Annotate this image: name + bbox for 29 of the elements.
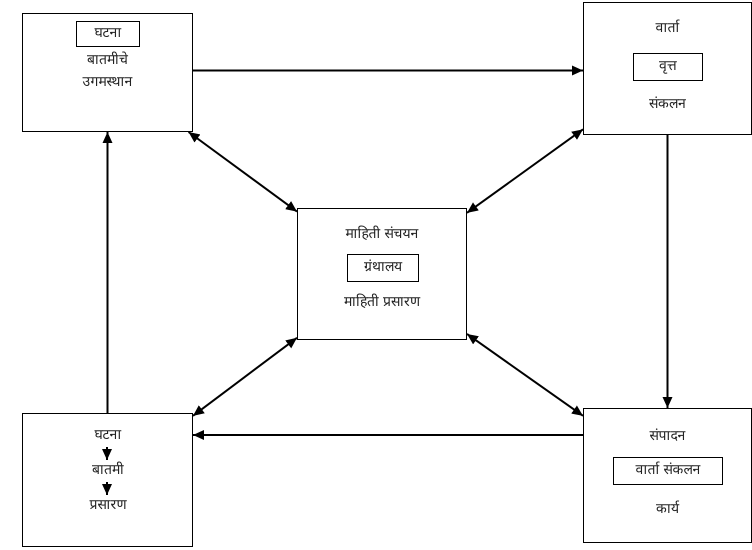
- arrow: [102, 132, 112, 413]
- process-box: [583, 2, 752, 135]
- box-text: संपादन: [650, 427, 686, 446]
- arrow: [662, 135, 672, 408]
- flow-step-label: बातमी: [68, 461, 148, 483]
- process-box: [297, 208, 467, 340]
- double-arrow: [466, 128, 584, 214]
- flow-step-label: घटना: [68, 426, 148, 448]
- label-box: ग्रंथालय: [347, 254, 419, 282]
- box-text: संकलन: [649, 95, 686, 114]
- double-arrow: [466, 333, 584, 417]
- arrow: [102, 482, 112, 495]
- label-box: वृत्त: [633, 53, 703, 81]
- label-box: वार्ता संकलन: [613, 457, 723, 485]
- arrow: [193, 66, 583, 76]
- flow-step-label: प्रसारण: [68, 496, 148, 518]
- double-arrow: [188, 131, 298, 212]
- arrow: [193, 430, 583, 440]
- box-text: वार्ता: [656, 18, 680, 38]
- label-box: घटना: [76, 21, 140, 47]
- arrow: [102, 447, 112, 460]
- box-text: माहिती संचयन: [345, 224, 419, 244]
- box-text: बातमीचे उगमस्थान: [82, 50, 134, 92]
- box-text: माहिती प्रसारण: [344, 292, 420, 312]
- box-text: कार्य: [656, 500, 679, 519]
- process-box: [583, 408, 752, 543]
- double-arrow: [192, 336, 298, 417]
- process-box: [22, 413, 193, 547]
- process-box: [22, 13, 193, 132]
